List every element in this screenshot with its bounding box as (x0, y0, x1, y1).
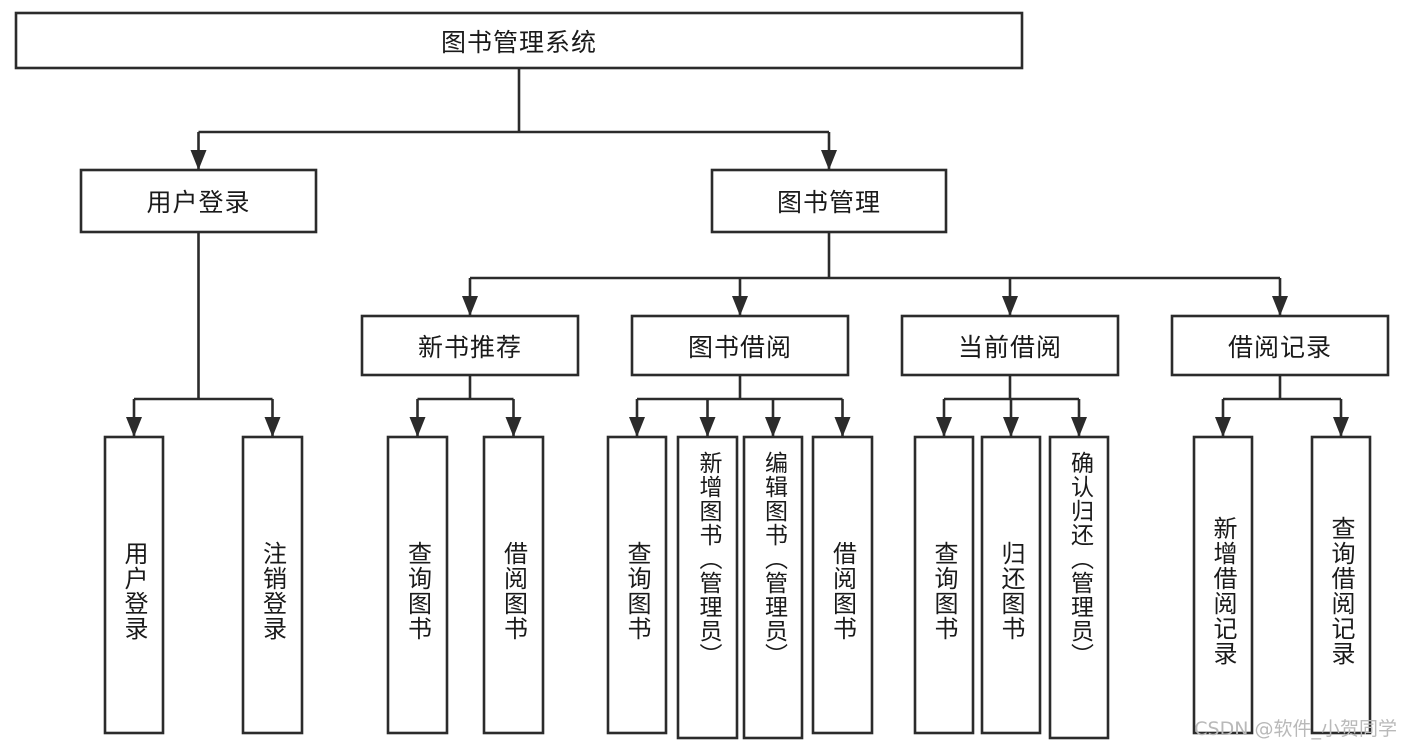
node-box-n-user-login[interactable] (79, 168, 318, 234)
node-box-l-borrow-book-b[interactable] (811, 435, 874, 735)
arrow-head-n-book-borrow-1 (699, 417, 716, 437)
node-box-l-confirm-return[interactable] (1048, 435, 1110, 740)
node-box-l-query-book-a[interactable] (386, 435, 449, 735)
arrow-head-n-book-manage-2 (1002, 296, 1018, 316)
node-box-l-add-record[interactable] (1192, 435, 1254, 735)
node-box-l-query-book-b[interactable] (606, 435, 668, 735)
node-box-n-book-borrow[interactable] (630, 314, 850, 377)
node-box-n-borrow-record[interactable] (1170, 314, 1390, 377)
arrow-head-n-book-manage-0 (462, 296, 478, 316)
arrow-head-n-current-borrow-2 (1071, 417, 1087, 437)
node-layer (14, 11, 1390, 740)
node-box-root[interactable] (14, 11, 1024, 70)
arrow-head-n-user-login-1 (264, 417, 281, 437)
edge-layer (126, 68, 1349, 437)
arrow-head-n-borrow-record-1 (1333, 417, 1349, 437)
node-box-n-new-book-rec[interactable] (360, 314, 580, 377)
arrow-head-n-current-borrow-1 (1003, 417, 1019, 437)
node-box-n-current-borrow[interactable] (900, 314, 1120, 377)
arrow-head-n-book-borrow-3 (834, 417, 851, 437)
arrow-head-n-book-manage-3 (1272, 296, 1288, 316)
node-box-n-book-manage[interactable] (710, 168, 948, 234)
node-box-l-borrow-book-a[interactable] (482, 435, 545, 735)
arrow-head-root-0 (190, 150, 207, 170)
arrow-head-n-book-manage-1 (732, 296, 748, 316)
arrow-head-n-book-borrow-0 (629, 417, 645, 437)
arrow-head-n-new-book-rec-1 (505, 417, 522, 437)
node-box-l-user-login[interactable] (103, 435, 165, 735)
arrow-head-n-current-borrow-0 (936, 417, 952, 437)
arrow-head-n-borrow-record-0 (1215, 417, 1231, 437)
arrow-head-n-user-login-0 (126, 417, 142, 437)
node-box-l-logout-login[interactable] (241, 435, 304, 735)
node-box-l-return-book[interactable] (980, 435, 1042, 735)
arrow-head-n-new-book-rec-0 (409, 417, 426, 437)
node-box-l-add-book[interactable] (676, 435, 739, 740)
node-box-l-query-record[interactable] (1310, 435, 1372, 735)
arrow-head-root-1 (821, 150, 837, 170)
node-box-l-edit-book[interactable] (742, 435, 804, 740)
node-box-l-query-book-c[interactable] (913, 435, 975, 735)
arrow-head-n-book-borrow-2 (765, 417, 781, 437)
